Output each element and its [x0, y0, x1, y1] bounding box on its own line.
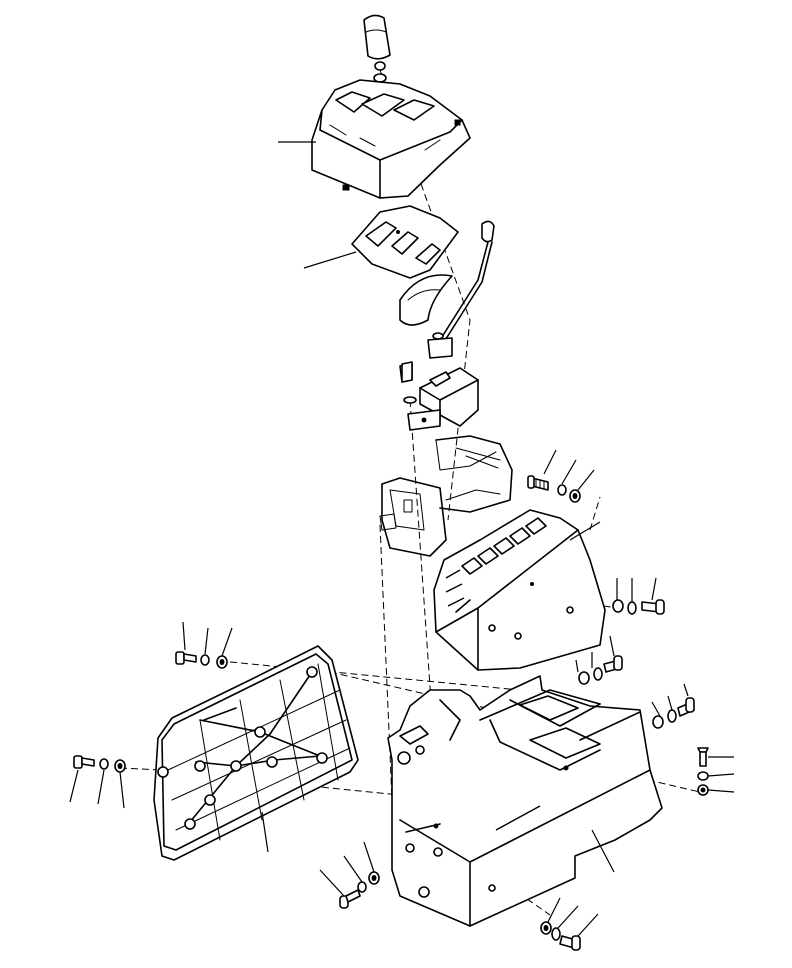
fasteners [73, 361, 709, 951]
lever-boot-plate [351, 205, 459, 279]
right-console-panel [433, 509, 606, 671]
control-lever-knob [363, 14, 391, 83]
upper-console-cover [311, 79, 471, 199]
floor-mat-plate [153, 645, 359, 861]
callout-leaders [69, 141, 735, 937]
lever-rod [399, 220, 495, 359]
lower-console-housing [387, 675, 663, 927]
mounting-bracket [379, 435, 513, 557]
